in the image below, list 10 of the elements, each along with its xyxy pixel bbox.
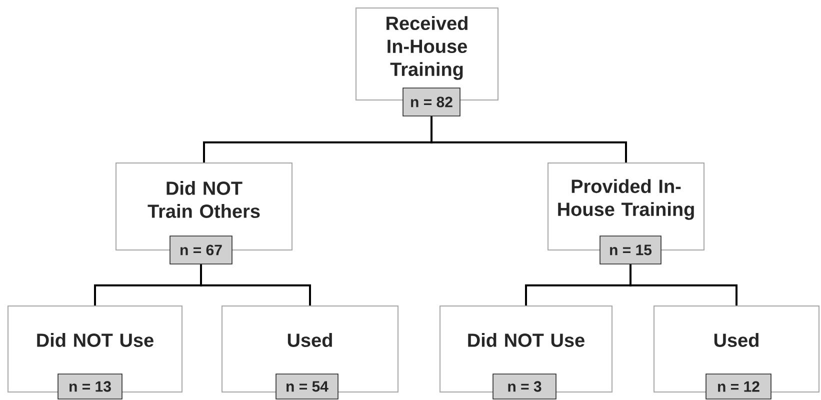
count-box: n = 82 [402, 88, 460, 116]
count-box: n = 15 [600, 236, 662, 264]
count-box: n = 54 [276, 374, 338, 400]
connector-line [430, 116, 627, 162]
count-box: n = 67 [170, 236, 232, 264]
count-box: n = 3 [492, 374, 556, 400]
count-box: n = 13 [58, 374, 122, 400]
count-box: n = 12 [706, 374, 772, 400]
connector-line [200, 264, 311, 306]
connector-line [630, 264, 738, 306]
